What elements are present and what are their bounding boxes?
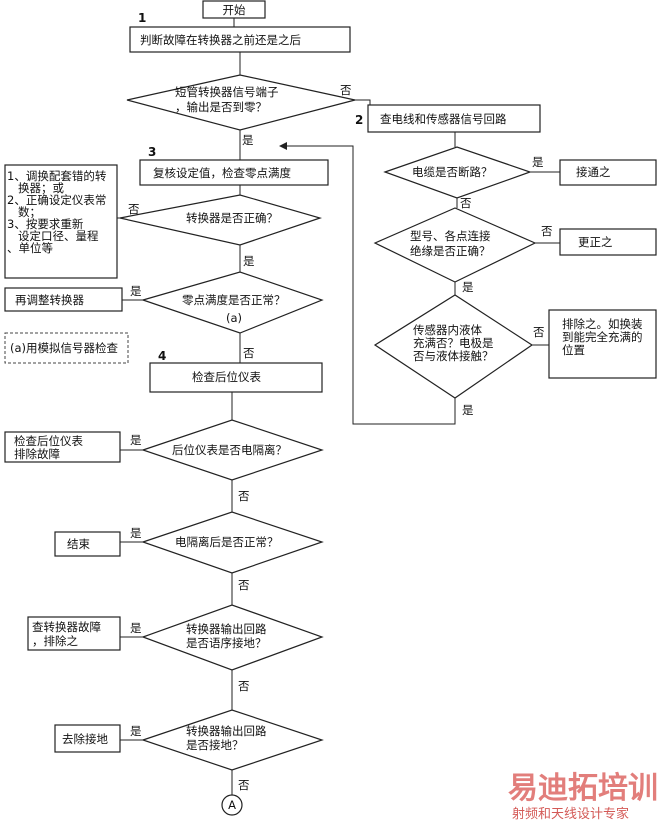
step-number-4: 4 — [158, 349, 166, 363]
svg-text:(a)用模拟信号器检查: (a)用模拟信号器检查 — [10, 341, 119, 355]
label-no: 否 — [541, 224, 553, 238]
svg-text:，排除之: ，排除之 — [32, 634, 78, 648]
svg-text:位置: 位置 — [562, 343, 585, 357]
svg-text:传感器内液体: 传感器内液体 — [413, 323, 482, 337]
label-no: 否 — [238, 778, 250, 792]
svg-text:转换器输出回路: 转换器输出回路 — [186, 724, 267, 738]
svg-text:排除故障: 排除故障 — [14, 447, 60, 461]
label-no: 否 — [460, 196, 472, 210]
label-no: 否 — [238, 679, 250, 693]
note-simulator-check: (a)用模拟信号器检查 — [4, 332, 129, 364]
svg-text:检查后位仪表: 检查后位仪表 — [14, 434, 83, 448]
label-no: 否 — [128, 202, 140, 216]
svg-text:检查后位仪表: 检查后位仪表 — [192, 370, 261, 384]
svg-text:3、按要求重新: 3、按要求重新 — [7, 217, 84, 231]
step-number-2: 2 — [355, 113, 363, 127]
box-converter-fault: 查转换器故障 ，排除之 — [27, 616, 121, 651]
label-yes: 是 — [242, 133, 254, 147]
svg-text:电缆是否断路？: 电缆是否断路？ — [412, 165, 493, 179]
box-fix-downstream: 检查后位仪表 排除故障 — [4, 431, 121, 463]
svg-text:绝缘是否正确？: 绝缘是否正确？ — [410, 244, 491, 258]
svg-text:查转换器故障: 查转换器故障 — [32, 620, 101, 634]
svg-text:结束: 结束 — [67, 537, 90, 551]
step-number-3: 3 — [148, 145, 156, 159]
decision-output-grounded: 转换器输出回路 是否接地？ — [141, 709, 324, 771]
svg-text:去除接地: 去除接地 — [62, 732, 108, 746]
box-end: 结束 — [54, 531, 121, 557]
decision-short-terminal: 短管转换器信号端子 ，输出是否到零？ — [126, 74, 356, 131]
svg-text:否与液体接触？: 否与液体接触？ — [413, 349, 494, 363]
box-recheck-settings: 复核设定值，检查零点满度 — [139, 159, 329, 186]
box-check-cable: 查电线和传感器信号回路 — [367, 104, 541, 133]
svg-text:接通之: 接通之 — [576, 165, 611, 179]
svg-text:转换器输出回路: 转换器输出回路 — [186, 622, 267, 636]
label-yes: 是 — [532, 155, 544, 169]
svg-text:易迪拓培训: 易迪拓培训 — [508, 771, 658, 806]
box-readjust-converter: 再调整转换器 — [4, 287, 123, 312]
step-number-1: 1 — [138, 11, 146, 25]
svg-text:零点满度是否正常？: 零点满度是否正常？ — [182, 293, 286, 307]
svg-text:设定口径、量程: 设定口径、量程 — [7, 229, 99, 243]
decision-zero-span: 零点满度是否正常？ (a) — [140, 271, 324, 334]
decision-isolation: 后位仪表是否电隔离？ — [141, 419, 324, 481]
svg-text:换器；或: 换器；或 — [7, 181, 64, 195]
label-yes: 是 — [130, 621, 142, 635]
svg-text:A: A — [228, 798, 236, 812]
svg-text:、单位等: 、单位等 — [7, 241, 53, 255]
svg-text:查电线和传感器信号回路: 查电线和传感器信号回路 — [380, 112, 507, 126]
decision-cable-break: 电缆是否断路？ — [383, 146, 532, 199]
box-fix-list: 1、调换配套错的转 换器；或 2、正确设定仪表常 数； 3、按要求重新 设定口径… — [4, 164, 118, 279]
box-correct: 更正之 — [559, 228, 657, 256]
box-connect: 接通之 — [559, 159, 657, 186]
label-no: 否 — [238, 578, 250, 592]
box-determine-fault: 判断故障在转换器之前还是之后 — [129, 26, 351, 53]
svg-text:型号、各点连接: 型号、各点连接 — [410, 229, 491, 243]
start-node: 开始 — [202, 0, 266, 19]
svg-text:充满否？电极是: 充满否？电极是 — [413, 336, 494, 350]
decision-output-grounding-order: 转换器输出回路 是否语序接地？ — [141, 604, 324, 671]
box-remove-ground: 去除接地 — [54, 724, 121, 753]
svg-text:判断故障在转换器之前还是之后: 判断故障在转换器之前还是之后 — [140, 33, 301, 47]
connector-a: A — [221, 794, 243, 816]
label-no: 否 — [238, 489, 250, 503]
watermark: 易迪拓培训 射频和天线设计专家 — [508, 771, 658, 822]
label-yes: 是 — [130, 433, 142, 447]
svg-text:，输出是否到零？: ，输出是否到零？ — [175, 100, 267, 114]
label-no: 否 — [533, 325, 545, 339]
label-yes: 是 — [130, 526, 142, 540]
svg-text:复核设定值，检查零点满度: 复核设定值，检查零点满度 — [153, 166, 291, 180]
label-no: 否 — [340, 83, 352, 97]
svg-text:后位仪表是否电隔离？: 后位仪表是否电隔离？ — [172, 443, 287, 457]
decision-converter-correct: 转换器是否正确？ — [119, 194, 323, 246]
svg-text:2、正确设定仪表常: 2、正确设定仪表常 — [7, 193, 106, 207]
label-yes: 是 — [462, 280, 474, 294]
svg-text:电隔离后是否正常？: 电隔离后是否正常？ — [175, 535, 279, 549]
svg-text:(a): (a) — [226, 311, 242, 325]
decision-after-isolation: 电隔离后是否正常？ — [141, 511, 324, 574]
svg-text:射频和天线设计专家: 射频和天线设计专家 — [512, 806, 629, 822]
svg-text:是否语序接地？: 是否语序接地？ — [186, 636, 267, 650]
svg-text:转换器是否正确？: 转换器是否正确？ — [186, 211, 278, 225]
connector-lines — [117, 18, 560, 795]
label-yes: 是 — [462, 403, 474, 417]
svg-text:到能完全充满的: 到能完全充满的 — [562, 330, 643, 344]
svg-text:是否接地？: 是否接地？ — [186, 738, 244, 752]
svg-text:1、调换配套错的转: 1、调换配套错的转 — [7, 169, 107, 183]
svg-text:开始: 开始 — [223, 3, 246, 17]
svg-text:数；: 数； — [7, 205, 41, 219]
svg-text:更正之: 更正之 — [578, 235, 613, 249]
svg-text:排除之。如换装: 排除之。如换装 — [562, 317, 643, 331]
svg-text:再调整转换器: 再调整转换器 — [15, 293, 84, 307]
label-yes: 是 — [130, 724, 142, 738]
label-no: 否 — [243, 346, 255, 360]
svg-text:短管转换器信号端子: 短管转换器信号端子 — [175, 85, 279, 99]
label-yes: 是 — [243, 254, 255, 268]
label-yes: 是 — [130, 284, 142, 298]
decision-sensor-liquid: 传感器内液体 充满否？电极是 否与液体接触？ — [373, 294, 534, 399]
decision-model-insulation: 型号、各点连接 绝缘是否正确？ — [373, 207, 537, 283]
box-remove-reinstall: 排除之。如换装 到能完全充满的 位置 — [548, 309, 657, 379]
box-check-downstream: 检查后位仪表 — [149, 362, 323, 393]
